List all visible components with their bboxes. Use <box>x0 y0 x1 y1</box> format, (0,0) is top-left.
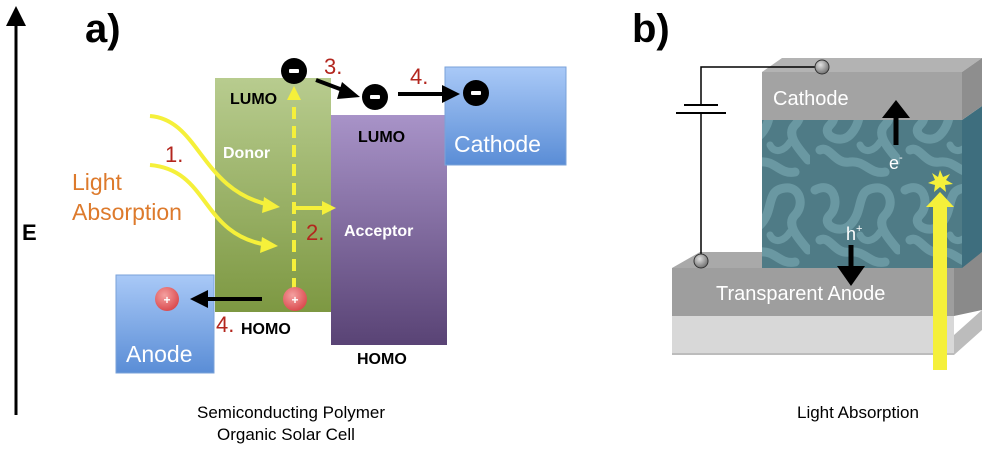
light-beam <box>933 205 947 370</box>
anode-layer <box>672 268 954 316</box>
svg-text:+: + <box>291 293 298 307</box>
caption-line1: Semiconducting Polymer <box>197 403 385 422</box>
anode-contact-icon <box>693 253 709 269</box>
acceptor-block <box>331 115 447 345</box>
photon-arrow-1 <box>149 114 271 207</box>
cathode-label: Cathode <box>773 88 849 110</box>
anode-label: Transparent Anode <box>716 283 885 305</box>
panel-a: E a) LUMO Donor HOMO LUMO Acceptor HOMO … <box>6 6 567 444</box>
donor-homo-label: HOMO <box>241 321 291 338</box>
light-beam-arrowhead-icon <box>926 192 954 207</box>
cathode-side-face <box>962 58 982 120</box>
active-layer-side <box>962 106 982 268</box>
energy-axis-arrowhead-icon <box>6 6 26 26</box>
photon-arrow-2 <box>149 163 269 247</box>
step-4-anode-label: 4. <box>216 312 234 337</box>
circuit-wire-top <box>700 66 822 106</box>
caption-line2: Organic Solar Cell <box>217 425 355 444</box>
electron-arrowhead-icon <box>882 100 910 118</box>
hole-arrowhead-icon <box>837 266 865 286</box>
donor-block <box>215 78 331 312</box>
step-4-cathode-label: 4. <box>410 64 428 89</box>
step-1-label: 1. <box>165 142 183 167</box>
svg-text:+: + <box>163 293 170 307</box>
cathode-block <box>444 66 567 166</box>
panel-b-label: b) <box>632 7 670 51</box>
light-absorption-line1: Light <box>72 169 122 195</box>
photon-arrow-2-head-icon <box>260 237 278 253</box>
anode-label: Anode <box>126 341 193 367</box>
step-2-label: 2. <box>306 220 324 245</box>
donor-lumo-label: LUMO <box>230 91 277 108</box>
step-3-label: 3. <box>324 54 342 79</box>
hole-label: h+ <box>846 223 862 244</box>
acceptor-label: Acceptor <box>344 223 413 240</box>
cathode-contact-icon <box>814 59 830 75</box>
cathode-top-face <box>762 58 982 72</box>
cathode-label: Cathode <box>454 131 541 157</box>
donor-label: Donor <box>223 145 270 162</box>
exciton-burst-icon <box>928 170 953 192</box>
panel-b: b) Transparent Anode Cathode e- h+ <box>632 7 982 422</box>
energy-axis-label: E <box>22 220 37 245</box>
cathode-layer <box>762 72 962 120</box>
step-4-anode-arrowhead-icon <box>190 290 208 308</box>
step-4-cathode-arrowhead-icon <box>442 85 460 103</box>
electron-acceptor <box>362 84 388 110</box>
acceptor-lumo-label: LUMO <box>358 129 405 146</box>
hole-anode: + <box>155 287 179 311</box>
excitation-arrowhead-icon <box>287 86 301 100</box>
acceptor-homo-label: HOMO <box>357 351 407 368</box>
step-2-arrowhead-icon <box>322 201 336 215</box>
hole-donor: + <box>283 287 307 311</box>
light-absorption-label: Light Absorption <box>797 403 919 422</box>
electron-donor <box>281 58 307 84</box>
electron-label: e- <box>889 152 903 173</box>
electron-cathode <box>463 80 489 106</box>
step-3-arrowhead-icon <box>337 82 360 99</box>
photon-arrow-1-head-icon <box>262 197 280 213</box>
light-absorption-line2: Absorption <box>72 199 182 225</box>
panel-a-label: a) <box>85 7 121 51</box>
substrate-layer <box>672 316 954 353</box>
active-layer <box>762 120 962 268</box>
